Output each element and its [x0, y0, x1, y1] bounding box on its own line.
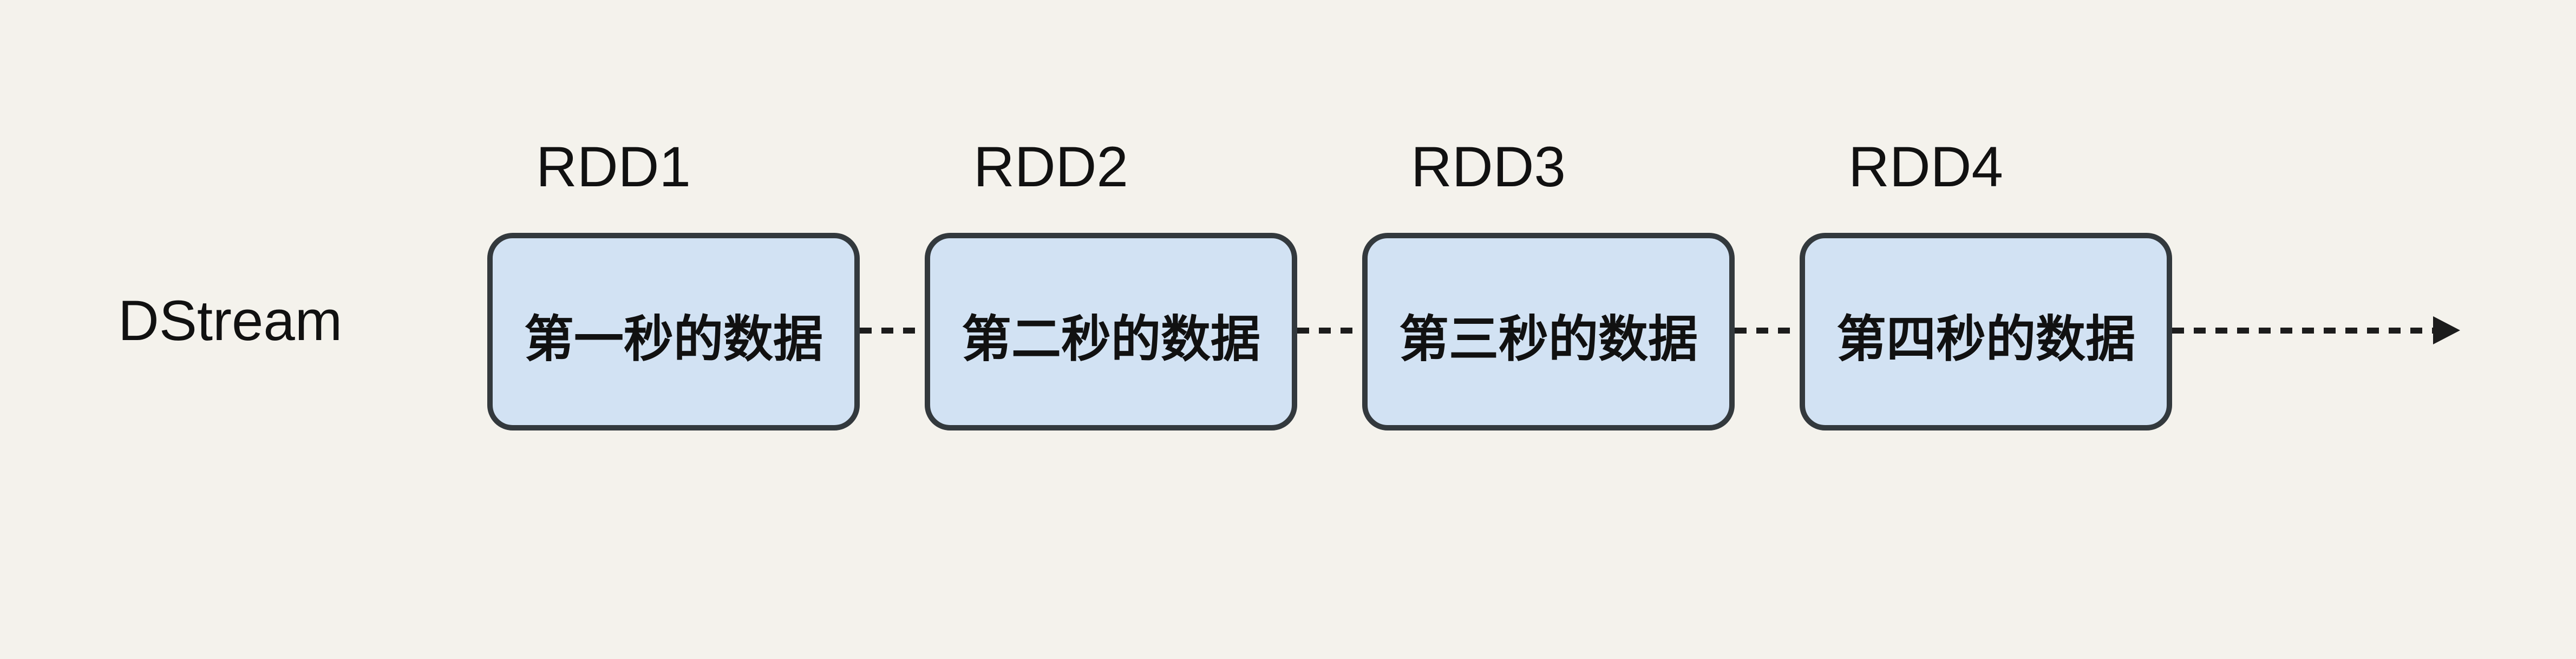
rdd2-title: RDD2 — [973, 135, 1128, 199]
rdd1-title: RDD1 — [536, 135, 691, 199]
rdd2-box: 第二秒的数据 — [925, 233, 1297, 430]
rdd3-box: 第三秒的数据 — [1362, 233, 1735, 430]
rdd1-box: 第一秒的数据 — [487, 233, 860, 430]
rdd4-box: 第四秒的数据 — [1800, 233, 2172, 430]
rdd3-title: RDD3 — [1411, 135, 1566, 199]
rdd2-box-text: 第二秒的数据 — [961, 312, 1260, 367]
dashed-connector-2 — [1297, 328, 1362, 334]
dstream-label: DStream — [118, 289, 343, 353]
arrow-head-icon — [2433, 316, 2460, 344]
dashed-connector-4 — [2172, 328, 2435, 334]
rdd4-title: RDD4 — [1848, 135, 2003, 199]
dashed-connector-1 — [860, 328, 925, 334]
rdd3-box-text: 第三秒的数据 — [1398, 312, 1698, 367]
rdd1-box-text: 第一秒的数据 — [524, 312, 823, 367]
dashed-connector-3 — [1735, 328, 1800, 334]
rdd4-box-text: 第四秒的数据 — [1836, 312, 2135, 367]
